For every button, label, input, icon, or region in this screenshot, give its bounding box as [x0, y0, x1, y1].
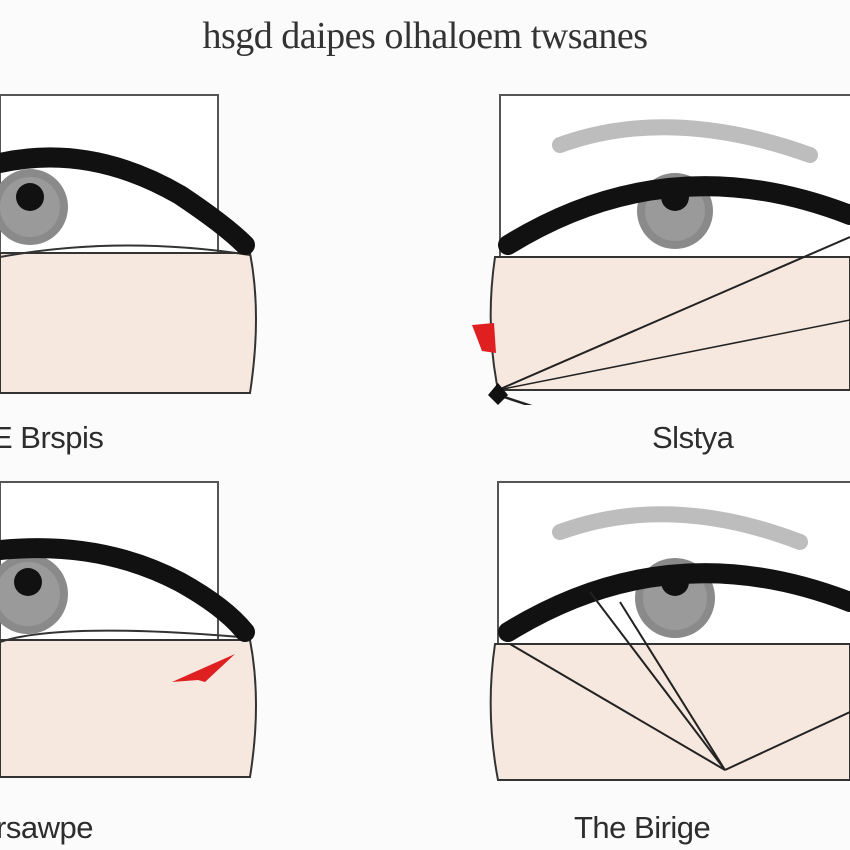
lid-crease	[0, 244, 251, 258]
pointer-line	[497, 393, 533, 405]
panel-bottom-right	[470, 472, 850, 792]
eyebrow-shadow	[552, 506, 808, 550]
skin-area	[0, 252, 257, 394]
panel-top-right	[470, 85, 850, 405]
guide-line	[497, 236, 850, 391]
eyeliner-stroke	[0, 538, 255, 642]
lid-crease	[0, 629, 241, 643]
eye-iris	[0, 169, 68, 245]
page-title: hsgd daipes olhaloem twsanes	[202, 15, 648, 57]
red-arrow	[172, 654, 235, 682]
guide-line	[724, 711, 850, 771]
panel-caption-3: rsawpe	[0, 810, 93, 845]
eyeliner-stroke	[498, 563, 850, 642]
red-marker	[472, 323, 496, 353]
eyeliner-stroke	[498, 176, 850, 255]
eye-iris	[0, 554, 68, 634]
vertex-marker	[488, 383, 508, 405]
guide-line	[589, 591, 726, 771]
panel-caption-4: The Birige	[574, 810, 711, 845]
panel-caption-1: E Brspis	[0, 420, 104, 455]
skin-area	[0, 639, 257, 778]
skin-area	[489, 643, 850, 781]
panel-bottom-left	[0, 472, 280, 792]
eyebrow-shadow	[552, 119, 818, 163]
guide-line	[509, 643, 726, 771]
eyeliner-stroke	[0, 147, 255, 255]
guide-line	[497, 319, 850, 391]
panel-top-left	[0, 85, 280, 405]
panel-caption-2: Slstya	[652, 420, 734, 455]
guide-line	[619, 601, 726, 771]
